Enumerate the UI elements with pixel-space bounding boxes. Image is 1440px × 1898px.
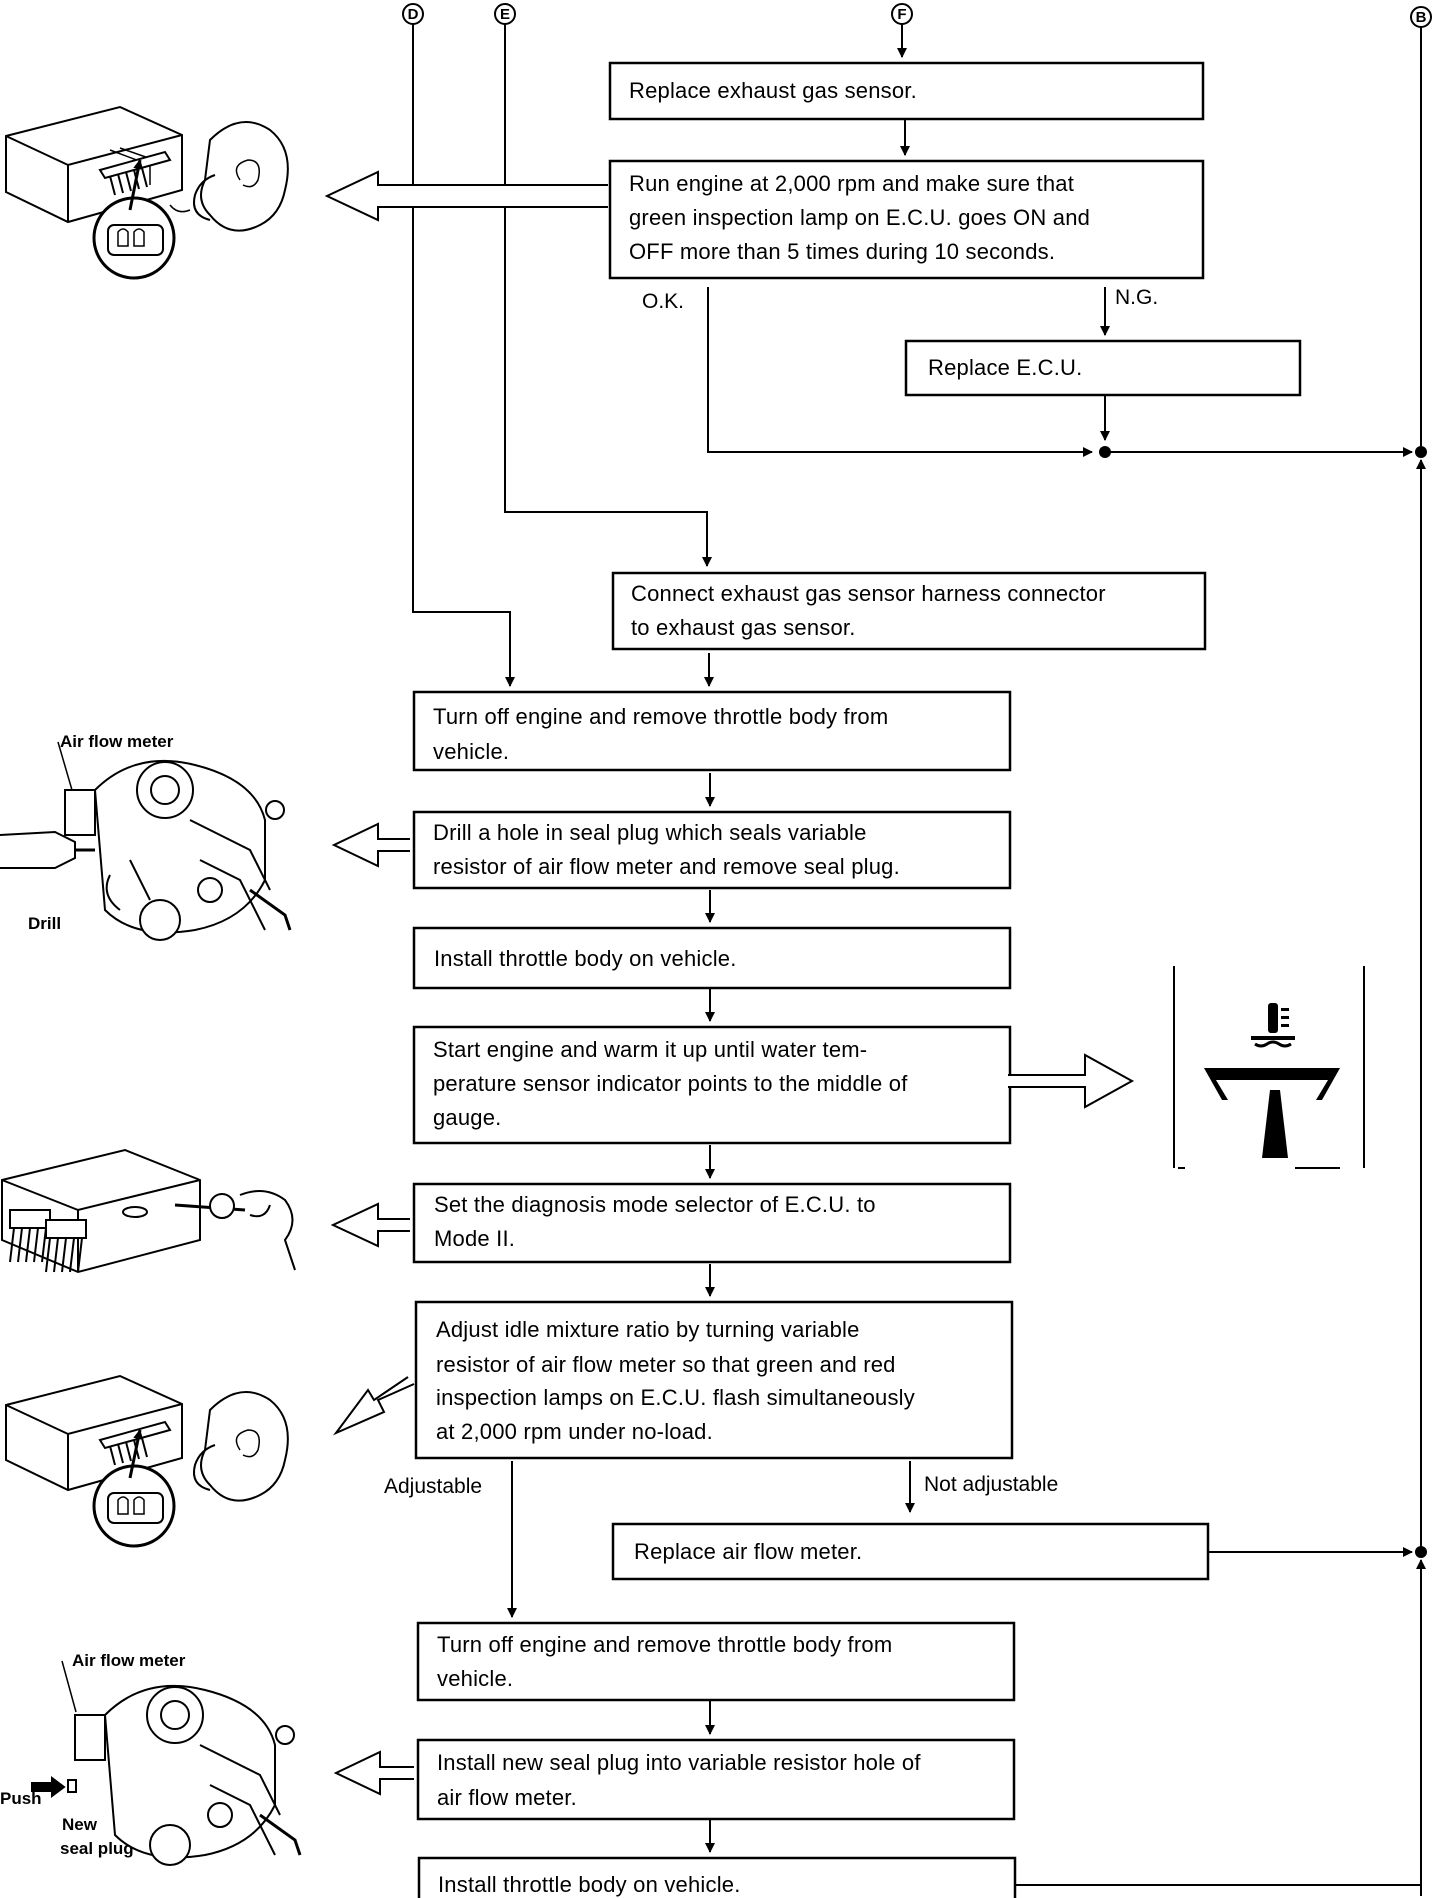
label-seal-plug: seal plug xyxy=(60,1839,134,1858)
label-ok: O.K. xyxy=(642,290,684,313)
label-not-adjustable: Not adjustable xyxy=(924,1473,1058,1496)
step-text: Set the diagnosis mode selector of E.C.U… xyxy=(434,1192,882,1251)
step-text: Turn off engine and remove throttle body… xyxy=(437,1632,899,1691)
step-text: Install throttle body on vehicle. xyxy=(434,946,737,971)
connector-d: D xyxy=(402,3,424,25)
step-warm-up: Start engine and warm it up until water … xyxy=(412,1025,1012,1145)
step-install-2: Install throttle body on vehicle. xyxy=(417,1856,1017,1898)
svg-text:E: E xyxy=(500,6,510,23)
throttle-body-seal-plug-illustration: Air flow meter Push New seal plug xyxy=(0,1651,302,1866)
step-text: Turn off engine and remove throttle body… xyxy=(433,704,895,764)
step-install-1: Install throttle body on vehicle. xyxy=(412,926,1012,990)
label-ng: N.G. xyxy=(1115,286,1158,309)
step-text: Drill a hole in seal plug which seals va… xyxy=(433,820,900,879)
step-set-mode: Set the diagnosis mode selector of E.C.U… xyxy=(412,1182,1012,1264)
svg-text:D: D xyxy=(408,6,419,23)
step-install-seal: Install new seal plug into variable resi… xyxy=(416,1738,1016,1821)
connector-f: F xyxy=(891,3,913,25)
gauge-arc xyxy=(1204,1068,1340,1100)
push-arrow-icon xyxy=(31,1776,66,1798)
ecu-inspection-illustration-1 xyxy=(5,105,289,280)
ecu-inspection-illustration-2 xyxy=(5,1374,289,1548)
step-replace-sensor: Replace exhaust gas sensor. xyxy=(608,61,1205,121)
step-turn-off-2: Turn off engine and remove throttle body… xyxy=(416,1621,1016,1702)
thermometer-icon xyxy=(1251,1003,1295,1048)
svg-text:F: F xyxy=(897,6,906,23)
step-text: Replace exhaust gas sensor. xyxy=(629,78,917,103)
label-air-flow-meter-1: Air flow meter xyxy=(60,732,174,751)
label-new: New xyxy=(62,1815,98,1834)
svg-text:B: B xyxy=(1416,9,1427,26)
step-turn-off-1: Turn off engine and remove throttle body… xyxy=(412,690,1012,772)
temperature-gauge-illustration xyxy=(1173,966,1365,1169)
step-text: Install throttle body on vehicle. xyxy=(438,1872,741,1897)
step-text: Run engine at 2,000 rpm and make sure th… xyxy=(629,171,1096,264)
label-drill: Drill xyxy=(28,914,61,933)
gauge-needle xyxy=(1262,1090,1288,1158)
junction-dot xyxy=(1415,1546,1427,1558)
step-text: Replace air flow meter. xyxy=(634,1539,862,1564)
label-push: Push xyxy=(0,1789,42,1808)
step-text: Install new seal plug into variable resi… xyxy=(437,1750,927,1810)
connector-b: B xyxy=(1410,6,1432,28)
pointer-arrows xyxy=(324,170,1135,1796)
connector-e: E xyxy=(494,3,516,25)
step-replace-ecu: Replace E.C.U. xyxy=(904,339,1302,397)
step-replace-afm: Replace air flow meter. xyxy=(611,1522,1210,1581)
throttle-body-drill-illustration: Air flow meter Drill xyxy=(0,732,292,941)
connector-icon xyxy=(9,1209,87,1273)
step-text: Replace E.C.U. xyxy=(928,355,1082,380)
label-adjustable: Adjustable xyxy=(384,1475,482,1498)
junction-dot xyxy=(1415,446,1427,458)
step-run-engine: Run engine at 2,000 rpm and make sure th… xyxy=(608,159,1205,280)
junction-dot xyxy=(1099,446,1111,458)
step-text: Connect exhaust gas sensor harness conne… xyxy=(631,581,1112,640)
step-drill-hole: Drill a hole in seal plug which seals va… xyxy=(412,810,1012,890)
label-air-flow-meter-2: Air flow meter xyxy=(72,1651,186,1670)
step-text: Start engine and warm it up until water … xyxy=(433,1037,914,1130)
step-adjust-idle: Adjust idle mixture ratio by turning var… xyxy=(414,1300,1014,1460)
step-text: Adjust idle mixture ratio by turning var… xyxy=(436,1317,921,1444)
ecu-mode-selector-illustration xyxy=(0,1148,296,1274)
step-connect-harness: Connect exhaust gas sensor harness conne… xyxy=(611,571,1207,651)
flow-lines xyxy=(412,24,1426,1896)
